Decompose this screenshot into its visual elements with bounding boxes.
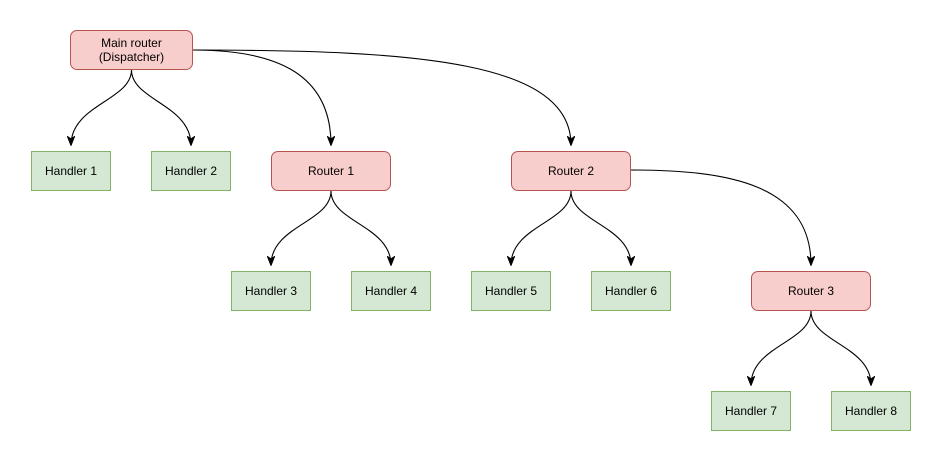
edge-main-router-to-router-1 [192,49,331,145]
node-main-router[interactable]: Main router (Dispatcher) [70,30,193,70]
edges-group [71,49,871,385]
edge-main-router-to-handler-2 [130,69,192,145]
edge-router-1-to-handler-3 [271,190,332,265]
node-label-handler-4: Handler 4 [364,284,418,298]
node-handler-4[interactable]: Handler 4 [351,271,431,311]
node-handler-3[interactable]: Handler 3 [231,271,311,311]
node-router-3[interactable]: Router 3 [751,271,871,311]
node-handler-6[interactable]: Handler 6 [591,271,671,311]
edge-main-router-to-handler-1 [71,69,133,145]
edge-router-2-to-handler-6 [570,190,631,265]
node-label-router-3: Router 3 [787,284,835,298]
node-label-handler-2: Handler 2 [164,164,218,178]
node-handler-1[interactable]: Handler 1 [31,151,111,191]
edge-router-2-to-router-3 [630,169,811,265]
node-handler-5[interactable]: Handler 5 [471,271,551,311]
edge-router-1-to-handler-4 [330,190,391,265]
node-label-handler-3: Handler 3 [244,284,298,298]
node-label-handler-8: Handler 8 [844,404,898,418]
node-label-router-1: Router 1 [307,164,355,178]
node-handler-2[interactable]: Handler 2 [151,151,231,191]
node-label-handler-6: Handler 6 [604,284,658,298]
node-label-main-router: Main router (Dispatcher) [98,36,165,64]
node-label-router-2: Router 2 [547,164,595,178]
node-label-handler-5: Handler 5 [484,284,538,298]
edge-router-2-to-handler-5 [511,190,572,265]
node-router-2[interactable]: Router 2 [511,151,631,191]
node-label-handler-1: Handler 1 [44,164,98,178]
edge-router-3-to-handler-7 [751,310,812,385]
edge-router-3-to-handler-8 [810,310,871,385]
node-label-handler-7: Handler 7 [724,404,778,418]
edge-main-router-to-router-2 [192,49,571,145]
node-handler-7[interactable]: Handler 7 [711,391,791,431]
node-handler-8[interactable]: Handler 8 [831,391,911,431]
node-router-1[interactable]: Router 1 [271,151,391,191]
